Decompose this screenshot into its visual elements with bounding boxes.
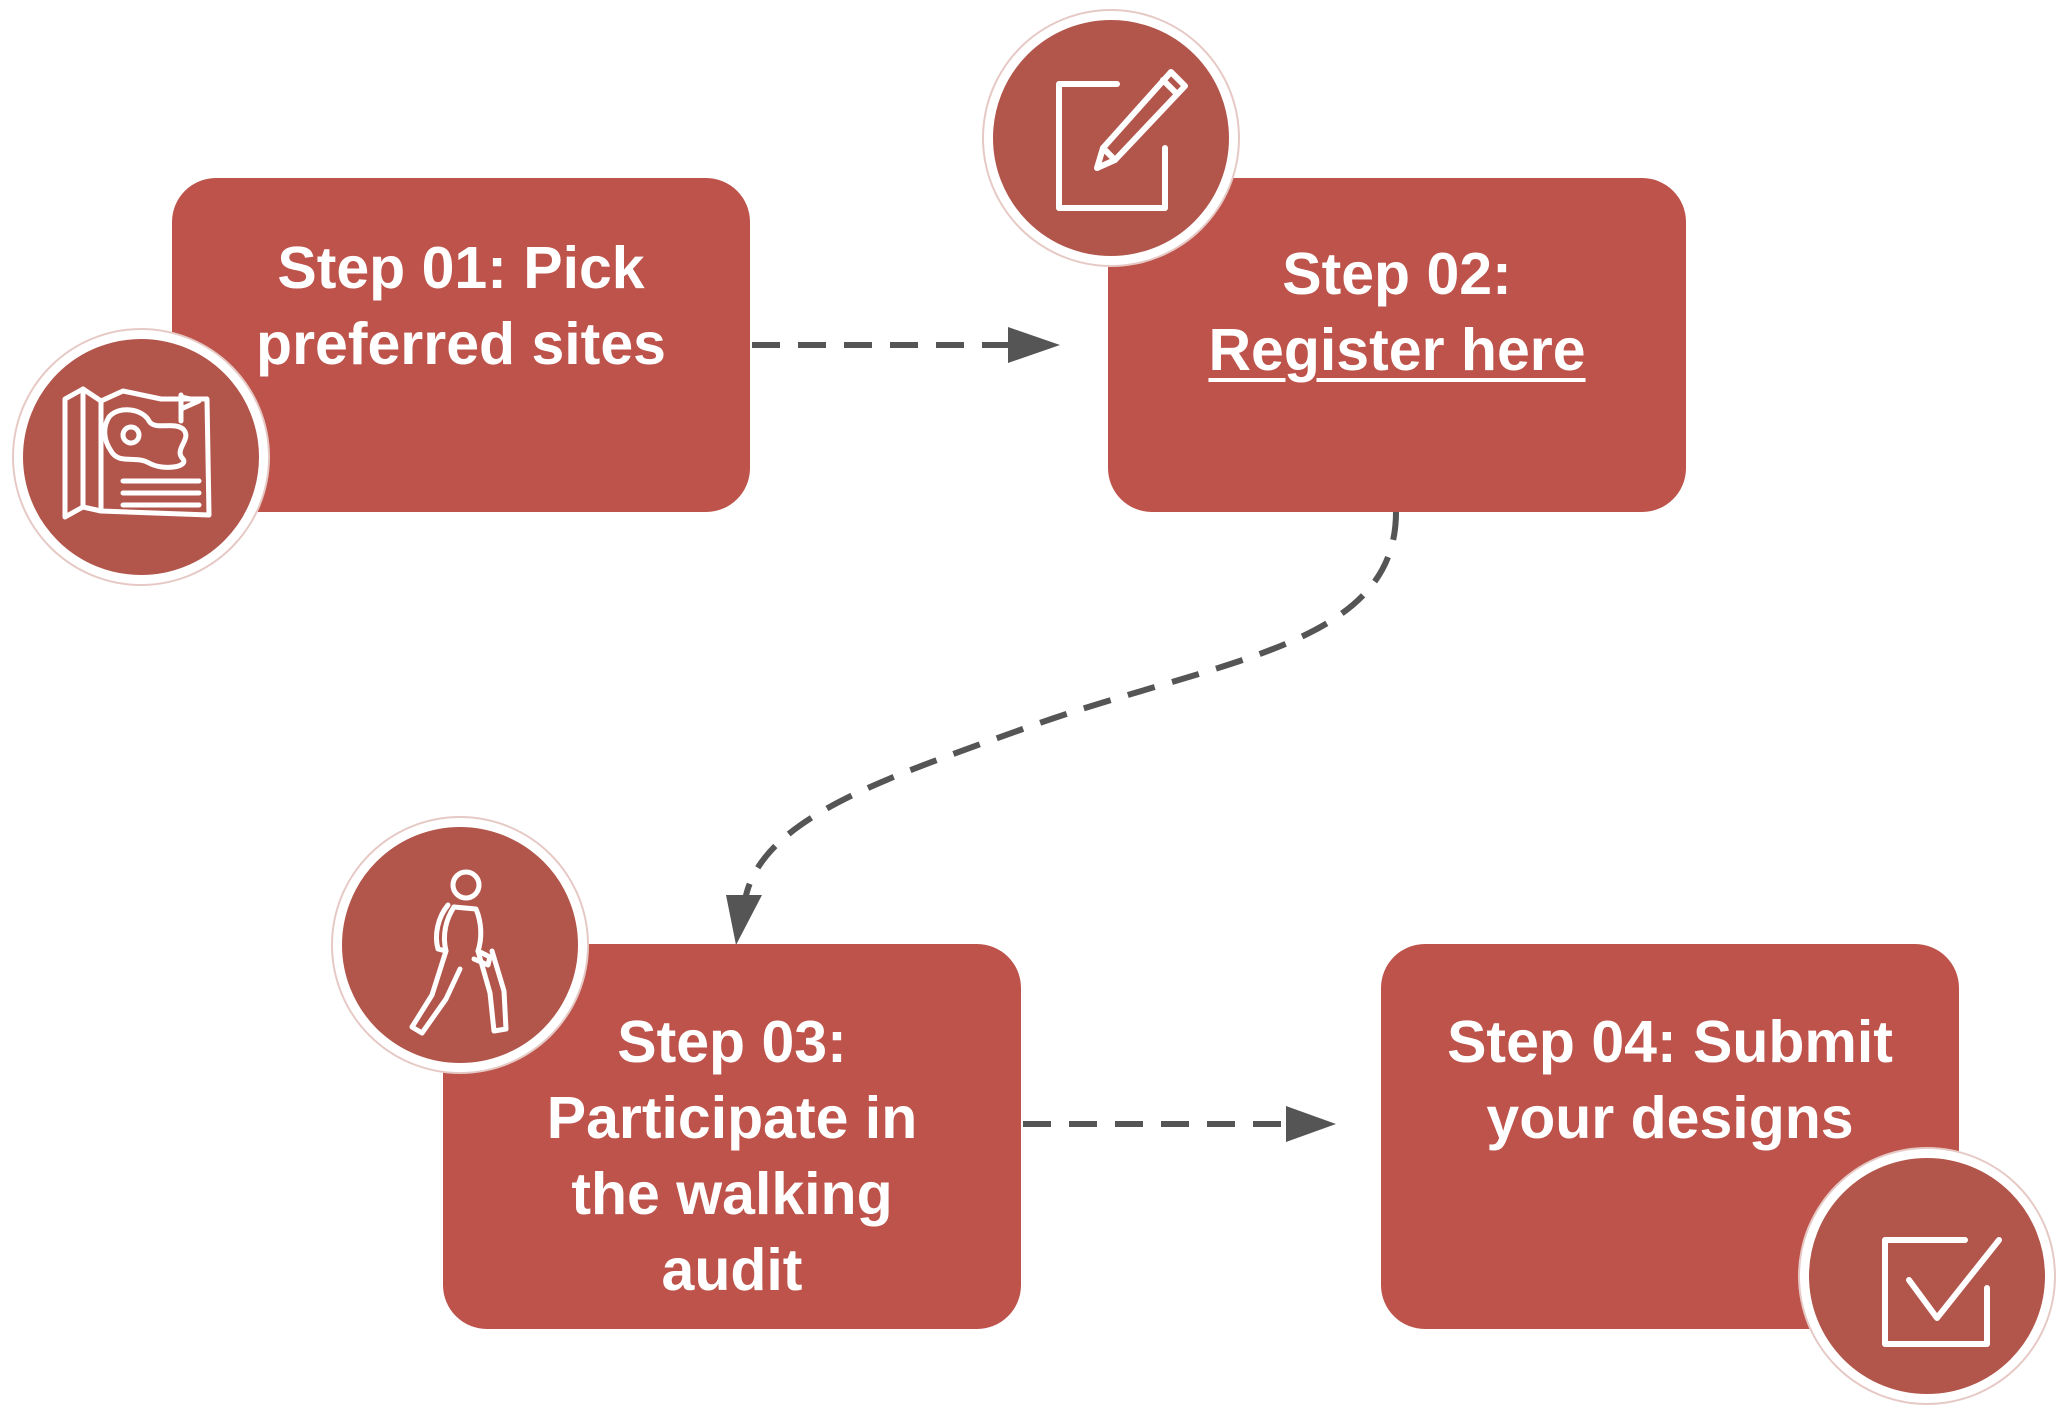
step-03-title-line-2: Participate in xyxy=(546,1085,918,1151)
step-01-box: Step 01: Pick preferred sites xyxy=(172,178,750,512)
step-04-title-line-2: your designs xyxy=(1486,1085,1854,1151)
step-01-title-line-2: preferred sites xyxy=(256,311,666,377)
checkbox-icon xyxy=(1882,1237,2002,1347)
register-here-link[interactable]: Register here xyxy=(1208,317,1586,383)
walking-person-icon xyxy=(409,869,509,1036)
walking-person-icon-badge xyxy=(333,818,587,1072)
step-03-box: Step 03: Participate in the walking audi… xyxy=(443,944,1021,1329)
arrowhead-step2 xyxy=(1008,327,1060,363)
map-icon-badge xyxy=(14,330,268,584)
arrowhead-step3 xyxy=(726,895,762,945)
map-icon xyxy=(62,386,212,520)
step-01-title-line-1: Step 01: Pick xyxy=(277,235,645,301)
arrowhead-step4 xyxy=(1286,1106,1336,1142)
step-04-title-line-1: Step 04: Submit xyxy=(1447,1009,1893,1075)
step-03-title-line-3: the walking xyxy=(571,1161,893,1227)
step-02-box: Step 02: Register here xyxy=(1108,178,1686,512)
step-02-title-line-1: Step 02: xyxy=(1282,241,1512,307)
checkbox-icon-badge xyxy=(1800,1149,2054,1403)
edit-icon-badge xyxy=(984,11,1238,265)
edit-icon xyxy=(1056,69,1188,211)
connector-step2-to-step3 xyxy=(742,511,1399,901)
step-03-title-line-4: audit xyxy=(661,1237,803,1303)
step-03-title-line-1: Step 03: xyxy=(617,1009,847,1075)
